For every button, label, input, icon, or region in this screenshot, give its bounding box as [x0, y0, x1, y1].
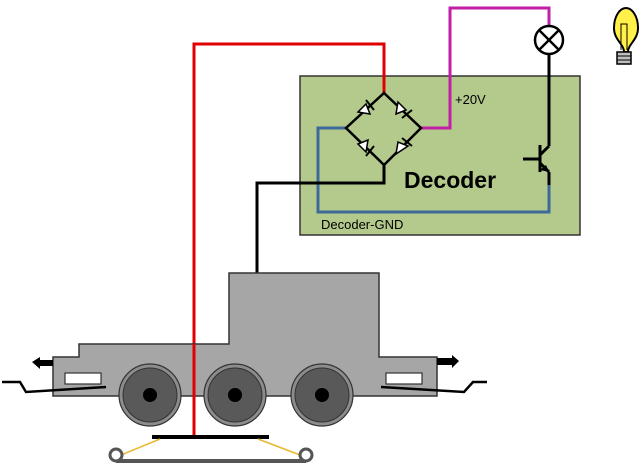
transistor-emitter-arrow	[540, 165, 549, 172]
diode-icon	[395, 100, 413, 119]
wheel	[203, 363, 267, 427]
decoder-board	[299, 75, 581, 236]
diode-icon	[356, 99, 375, 115]
diode-icon	[356, 138, 375, 157]
motor-wire-black	[255, 165, 386, 297]
coupler-left	[2, 357, 107, 394]
buffer-plate-left	[64, 372, 102, 385]
coupler-right	[380, 355, 487, 394]
rail-pickup	[108, 435, 314, 463]
positive-wire	[421, 6, 551, 130]
diode-icon	[394, 137, 413, 156]
lamp-icon	[533, 24, 565, 56]
bridge-rectifier	[344, 91, 423, 167]
decoder-title: Decoder	[404, 167, 496, 193]
wheel	[118, 363, 182, 427]
light-bulb-icon	[612, 6, 640, 65]
ground-wire	[316, 126, 551, 214]
voltage-label: +20V	[455, 92, 486, 107]
ground-label: Decoder-GND	[321, 217, 403, 232]
wheel	[290, 363, 354, 427]
buffer-plate-right	[385, 372, 423, 385]
track-wire-red	[192, 42, 386, 437]
